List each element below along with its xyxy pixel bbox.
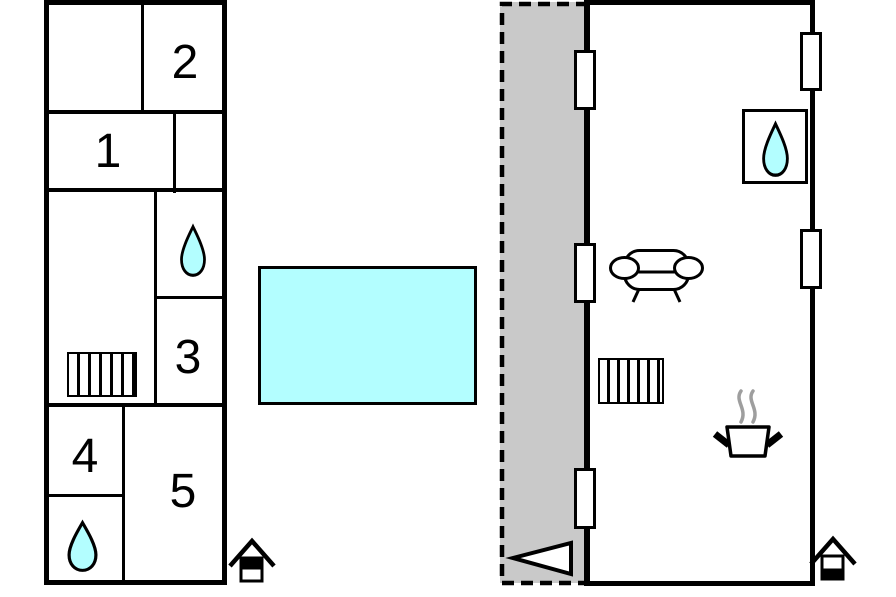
water-drop-icon [762, 120, 789, 177]
building-right-ground-floor [498, 0, 822, 590]
entrance-arrow-icon [505, 540, 573, 577]
room-1-label: 1 [94, 125, 122, 178]
window-icon [574, 243, 596, 303]
room-2-label: 2 [171, 36, 199, 89]
room-3-label: 3 [174, 331, 202, 384]
wall [49, 110, 222, 114]
wall [154, 188, 157, 403]
window-icon [800, 229, 822, 289]
cooking-pot-icon [712, 389, 784, 458]
house-upper-floor-icon [228, 537, 276, 583]
window-icon [574, 50, 596, 110]
room-5-label: 5 [169, 465, 197, 518]
wall [122, 407, 125, 580]
sofa-icon [609, 249, 704, 303]
water-drop-icon [180, 223, 206, 277]
pool [258, 266, 477, 405]
living-room [584, 0, 815, 586]
wall [173, 110, 176, 193]
stairs-icon [67, 352, 137, 397]
room-4-label: 4 [71, 430, 99, 483]
wall [49, 188, 222, 192]
wall [49, 494, 125, 497]
window-icon [800, 32, 822, 91]
terrace-dashed-border [499, 1, 588, 586]
covered-terrace [500, 2, 585, 583]
wall [141, 5, 144, 110]
wall [154, 296, 222, 299]
window-icon [574, 468, 596, 529]
stairs-icon [598, 358, 664, 404]
building-left-upper-floor: 1 2 3 4 5 [44, 0, 227, 585]
house-ground-floor-icon [809, 535, 857, 581]
water-drop-icon [67, 519, 98, 572]
wall [49, 403, 222, 407]
